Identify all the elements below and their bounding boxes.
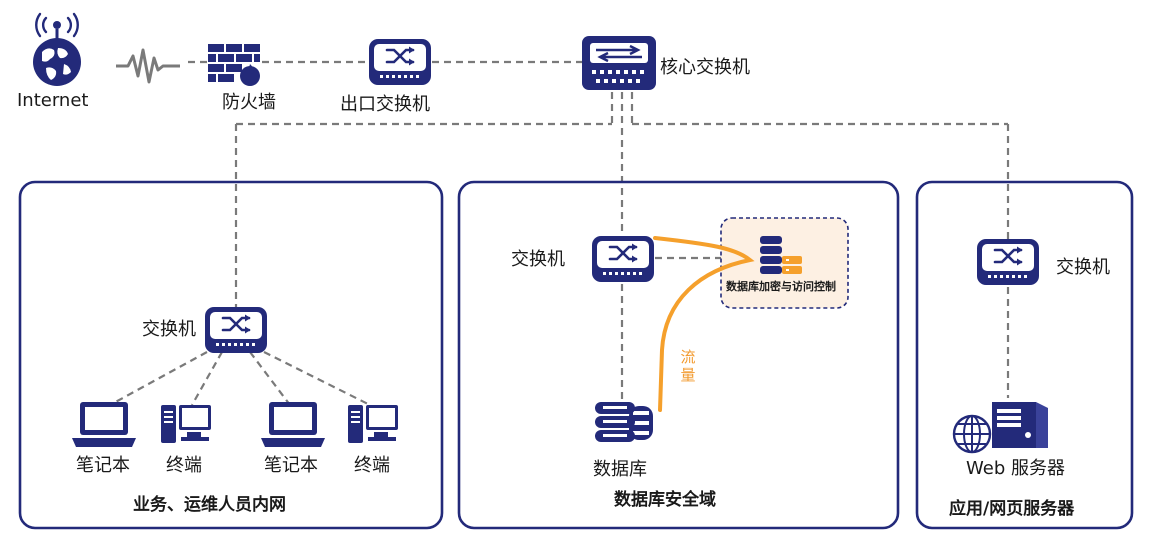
firewall-label: 防火墙 <box>222 92 276 113</box>
device-label-terminal-1: 终端 <box>166 455 202 476</box>
database-label: 数据库 <box>593 459 647 480</box>
db-switch-label: 交换机 <box>511 249 565 270</box>
web-server-label: Web 服务器 <box>966 458 1065 479</box>
core-switch-icon <box>582 36 656 90</box>
ops-switch-label: 交换机 <box>142 319 196 340</box>
device-label-laptop-2: 笔记本 <box>264 455 318 476</box>
db-switch-icon <box>590 234 656 284</box>
laptop-icon <box>261 402 325 447</box>
egress-switch-label: 出口交换机 <box>340 94 430 115</box>
signal-wave-icon <box>116 48 180 84</box>
egress-switch-icon <box>367 37 433 87</box>
core-switch-label: 核心交换机 <box>660 57 750 78</box>
firewall-icon <box>208 44 260 86</box>
db-zone <box>457 180 900 530</box>
db-zone-title: 数据库安全域 <box>614 490 716 510</box>
flow-label: 流量 <box>680 348 696 384</box>
database-icon <box>595 402 653 442</box>
globe-antenna-icon <box>33 12 81 86</box>
ops-switch-icon <box>203 305 269 355</box>
desktop-terminal-icon <box>348 405 398 443</box>
internet-label: Internet <box>17 90 89 111</box>
ops-zone <box>18 180 444 530</box>
traffic-flow-curve <box>653 236 755 412</box>
web-switch-icon <box>975 237 1041 287</box>
device-label-laptop-1: 笔记本 <box>76 455 130 476</box>
database-encryption-icon <box>760 236 802 274</box>
network-links <box>109 60 1010 406</box>
web-server-icon <box>952 402 1048 454</box>
desktop-terminal-icon <box>161 405 211 443</box>
device-label-terminal-2: 终端 <box>354 455 390 476</box>
web-zone-title: 应用/网页服务器 <box>949 499 1075 519</box>
ops-zone-title: 业务、运维人员内网 <box>133 495 286 515</box>
web-zone <box>915 180 1134 530</box>
laptop-icon <box>72 402 136 447</box>
encryption-label: 数据库加密与访问控制 <box>726 280 836 293</box>
web-switch-label: 交换机 <box>1056 257 1110 278</box>
